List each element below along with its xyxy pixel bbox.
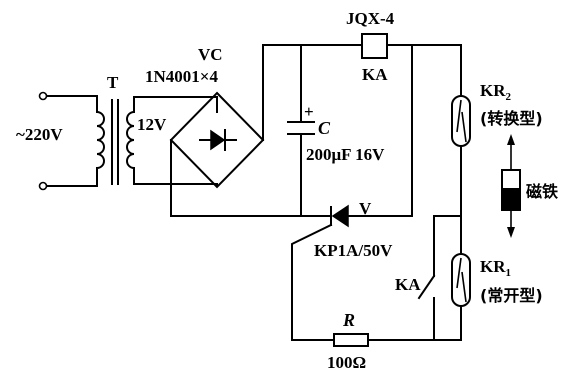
magnet-arrow-down-icon [507, 227, 515, 238]
kr1-type-label: (常开型) [480, 286, 543, 305]
magnet-arrow-up-icon [507, 134, 515, 145]
capacitor-value-label: 200μF 16V [306, 145, 385, 164]
bridge-diode-triangle [210, 129, 226, 151]
mains-input: ~220V [16, 91, 98, 191]
resistor-body [333, 333, 369, 347]
magnet-label: 磁铁 [526, 182, 558, 201]
capacitor-id-label: C [318, 118, 331, 138]
mains-voltage-label: ~220V [16, 125, 63, 144]
scr-gate-wire [291, 223, 335, 341]
mains-wire-top [46, 95, 98, 113]
mains-terminal-bottom [38, 181, 48, 191]
ka-contact-blade [417, 274, 436, 300]
relay-contact-ka: KA [395, 274, 436, 300]
scr-part-label: KP1A/50V [314, 241, 393, 260]
kr2-type-label: (转换型) [480, 109, 543, 128]
bridge-id-label: VC [198, 45, 223, 64]
secondary-wire-top [133, 96, 218, 113]
reed-switch-kr1: KR1 (常开型) [451, 253, 543, 307]
contact-top-wire [433, 215, 462, 277]
resistor: R 100Ω [327, 310, 462, 372]
kr1-reed-right [461, 271, 467, 303]
ka-contact-label: KA [395, 275, 421, 294]
dc-wiring [170, 44, 462, 217]
scr-triangle [331, 204, 349, 228]
secondary-voltage-label: 12V [137, 115, 167, 134]
kr2-reed-left [456, 99, 462, 133]
transformer: T 12V [95, 73, 218, 187]
mains-wire-bottom [46, 169, 98, 187]
reed-switch-kr2: KR2 (转换型) [451, 81, 543, 147]
transformer-primary-coil [95, 110, 105, 170]
resistor-id-label: R [342, 310, 355, 330]
positive-rail-right [386, 44, 462, 97]
kr1-id-label: KR1 [480, 257, 511, 279]
kr2-reed-right [461, 111, 467, 143]
bridge-diamond [169, 91, 265, 189]
resistor-value-label: 100Ω [327, 353, 366, 372]
relay-model-label: JQX-4 [346, 9, 395, 28]
relay-coil: JQX-4 KA [346, 9, 395, 84]
transformer-label: T [107, 73, 119, 92]
kr1-reed-left [456, 257, 462, 289]
capacitor: + C 200μF 16V [287, 102, 385, 164]
bridge-part-label: 1N4001×4 [145, 67, 218, 86]
kr2-id-label: KR2 [480, 81, 512, 103]
magnet: 磁铁 [501, 134, 558, 238]
capacitor-plus-sign: + [304, 102, 314, 121]
negative-rail [170, 139, 331, 217]
thyristor: V KP1A/50V [291, 199, 393, 341]
scr-id-label: V [359, 199, 372, 218]
bridge-rectifier: VC 1N4001×4 [145, 45, 265, 189]
positive-rail-left [262, 44, 363, 141]
relay-id-label: KA [362, 65, 388, 84]
relay-coil-box [361, 33, 388, 59]
secondary-wire-bottom [133, 167, 218, 187]
magnet-pole-dark [502, 188, 520, 210]
mains-terminal-top [38, 91, 48, 101]
transformer-secondary-coil [126, 110, 136, 170]
